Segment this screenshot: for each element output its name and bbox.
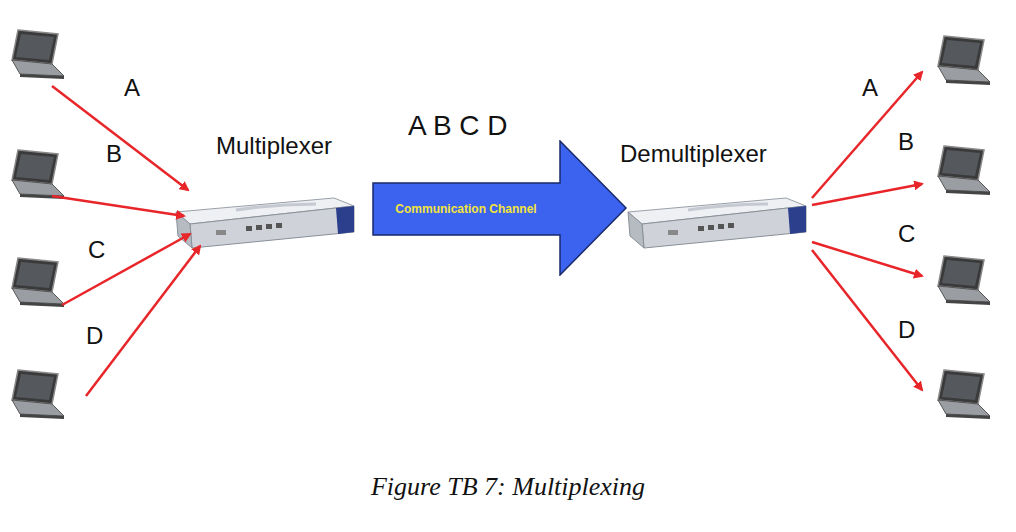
channel-letter: A: [124, 74, 140, 102]
figure-caption: Figure TB 7: Multiplexing: [371, 472, 645, 502]
signal-arrow: [812, 250, 922, 390]
channel-letter: C: [88, 236, 105, 264]
channel-letter: B: [898, 128, 914, 156]
combined-signal: A B C D: [408, 110, 508, 142]
signal-arrow: [52, 196, 184, 216]
signal-arrow: [62, 234, 190, 305]
channel-arrow: Communication Channel: [372, 140, 628, 276]
channel-letter: B: [106, 140, 122, 168]
signal-arrow: [812, 184, 922, 205]
channel-letter: A: [862, 74, 878, 102]
signal-arrow: [52, 86, 188, 190]
laptop-icon: [12, 258, 64, 307]
device-label: Demultiplexer: [620, 140, 769, 168]
laptop-icon: [938, 36, 990, 85]
laptop-icon: [12, 150, 64, 199]
laptop-icon: [12, 30, 64, 79]
device-label: Multiplexer: [216, 132, 335, 160]
laptop-icon: [938, 146, 990, 195]
channel-label: Communication Channel: [395, 202, 536, 216]
channel-letter: D: [86, 322, 103, 350]
multiplexer-device: [176, 198, 354, 248]
device-label: Demultiplexer: [620, 140, 769, 168]
signal-arrow: [86, 246, 200, 396]
channel-letter: D: [898, 316, 915, 344]
channel-letter: C: [898, 220, 915, 248]
demultiplexer-device: [628, 198, 806, 248]
signal-arrow: [812, 72, 922, 198]
laptop-icon: [938, 256, 990, 305]
laptop-icon: [938, 370, 990, 419]
device-label: Multiplexer: [216, 132, 335, 160]
laptop-icon: [12, 370, 64, 419]
